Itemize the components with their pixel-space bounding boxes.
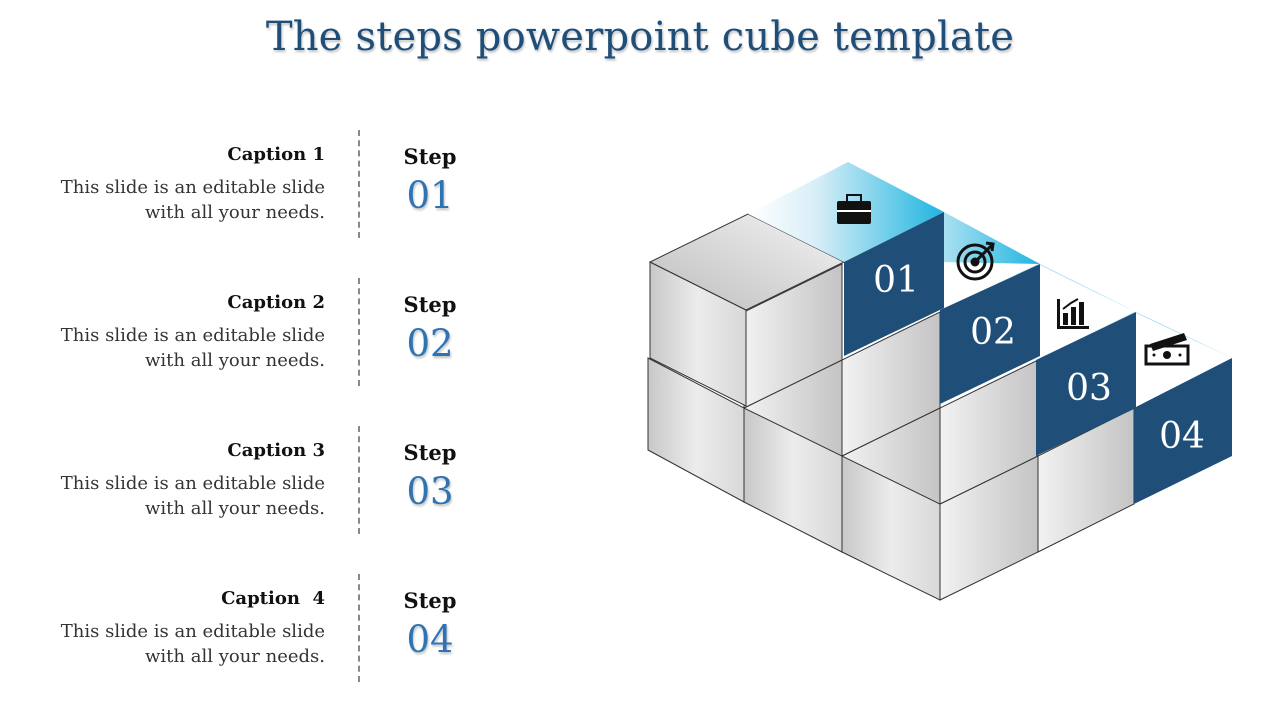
blue-step-cubes (748, 162, 1232, 504)
cube-number-3: 03 (1066, 368, 1112, 409)
step-label: Step (403, 144, 457, 169)
caption-text: This slide is an editable slide with all… (60, 473, 325, 519)
step-label: Step (403, 440, 457, 465)
dashed-divider (358, 130, 360, 238)
dashed-divider (358, 574, 360, 682)
dashed-divider (358, 426, 360, 534)
caption-title: Caption 3 (227, 440, 325, 461)
slide-title: The steps powerpoint cube template (265, 14, 1015, 60)
cube-number-4: 04 (1159, 416, 1205, 457)
bar-chart-icon (1057, 298, 1089, 329)
step-cube-front-4 (1134, 358, 1232, 504)
money-icon (1144, 333, 1190, 366)
step-number: 01 (406, 174, 454, 217)
cube-face (841, 455, 941, 601)
caption-title: Caption 1 (227, 144, 325, 165)
dashed-divider (358, 278, 360, 386)
step-row-4: Caption 4 This slide is an editable slid… (0, 574, 520, 684)
step-label: Step (403, 588, 457, 613)
step-cube-front-3 (1036, 312, 1136, 456)
caption-text: This slide is an editable slide with all… (60, 621, 325, 667)
briefcase-icon (837, 194, 871, 224)
step-cube-front-1 (844, 212, 944, 356)
target-icon (956, 241, 995, 281)
step-row-2: Caption 2 This slide is an editable slid… (0, 278, 520, 388)
cube-face (647, 357, 745, 503)
caption-text: This slide is an editable slide with all… (60, 325, 325, 371)
caption-text: This slide is an editable slide with all… (60, 177, 325, 223)
step-number: 02 (406, 322, 454, 365)
step-row-3: Caption 3 This slide is an editable slid… (0, 426, 520, 536)
step-number: 03 (406, 470, 454, 513)
step-row-1: Caption 1 This slide is an editable slid… (0, 130, 520, 240)
caption-title: Caption 4 (221, 588, 325, 609)
cube-number-2: 02 (970, 312, 1016, 353)
step-cube-front-2 (940, 264, 1040, 404)
caption-title: Caption 2 (227, 292, 325, 313)
cube-number-1: 01 (873, 260, 919, 301)
step-label: Step (403, 292, 457, 317)
step-number: 04 (406, 618, 454, 661)
grey-cubes (647, 213, 1135, 601)
